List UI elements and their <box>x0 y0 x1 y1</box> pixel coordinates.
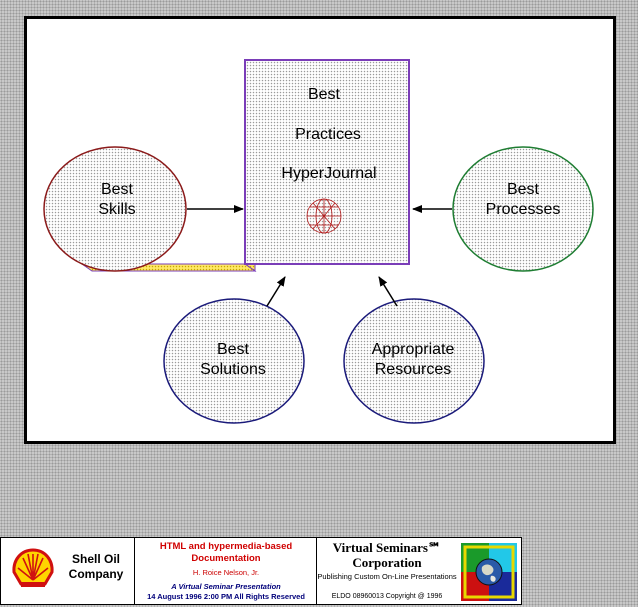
node-solutions <box>163 298 305 424</box>
globe-icon <box>306 198 342 234</box>
shell-cell: Shell Oil Company <box>1 538 135 604</box>
node-resources-label-1: Appropriate <box>372 341 455 358</box>
journal-label-2: Practices <box>295 126 361 143</box>
footer-banner: Shell Oil Company HTML and hypermedia-ba… <box>0 537 522 605</box>
virtual-seminars-cell: Virtual Seminars℠ Corporation Publishing… <box>317 538 457 604</box>
book-cover <box>244 59 410 265</box>
node-skills <box>43 146 187 272</box>
node-skills-label-2: Skills <box>98 201 135 218</box>
vs-copyright: ELDO 08960013 Copyright @ 1996 <box>331 593 443 600</box>
journal-label-1: Best <box>308 86 341 103</box>
diagram-canvas: Best Skills Best Processes Best Solution… <box>43 59 594 424</box>
arrow-resources-to-journal <box>378 276 398 307</box>
node-resources-label-2: Resources <box>375 361 451 378</box>
doc-author: H. Roice Nelson, Jr. <box>192 568 260 577</box>
diagram-panel: Best Skills Best Processes Best Solution… <box>24 16 616 444</box>
doc-event: A Virtual Seminar Presentation <box>171 582 281 591</box>
shell-company-name: Shell Oil Company <box>68 552 124 581</box>
document-cell: HTML and hypermedia-based Documentation … <box>135 538 317 604</box>
vs-subtitle: Publishing Custom On-Line Presentations <box>317 572 457 581</box>
journal-label-3: HyperJournal <box>281 165 376 182</box>
hyperjournal-book <box>80 59 410 272</box>
doc-date: 14 August 1996 2:00 PM All Rights Reserv… <box>147 592 305 601</box>
arrow-solutions-to-journal <box>266 276 286 307</box>
node-solutions-label-2: Solutions <box>200 361 266 378</box>
node-solutions-label-1: Best <box>217 341 250 358</box>
node-processes-label-1: Best <box>507 181 540 198</box>
doc-title: HTML and hypermedia-based Documentation <box>159 541 293 564</box>
node-resources <box>343 298 485 424</box>
vs-logo-icon <box>461 543 517 601</box>
shell-logo-icon <box>12 548 54 587</box>
node-processes-label-2: Processes <box>486 201 561 218</box>
node-skills-label-1: Best <box>101 181 134 198</box>
vs-logo-cell <box>457 538 521 604</box>
node-processes <box>452 146 594 272</box>
vs-title: Virtual Seminars℠ Corporation <box>332 540 442 570</box>
